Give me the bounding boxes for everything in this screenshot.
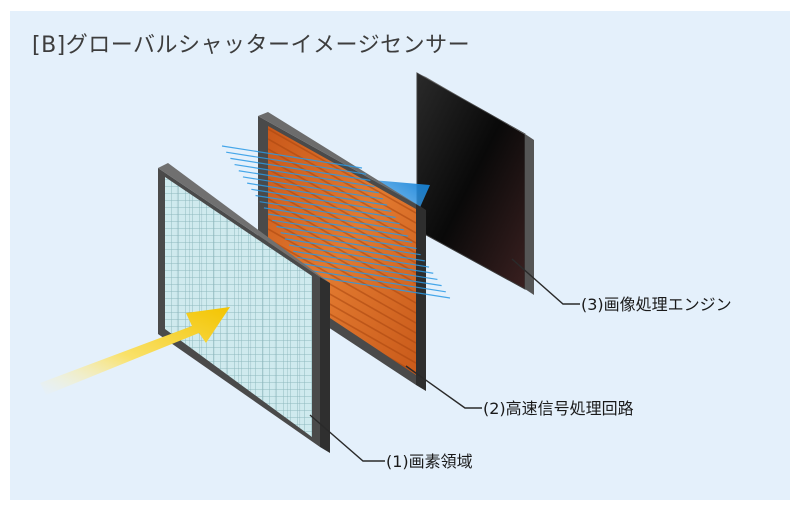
- diagram-figure: [B]グローバルシャッターイメージセンサー: [10, 11, 790, 500]
- connection-line: [226, 151, 367, 175]
- image-engine-label: (3)画像処理エンジン: [581, 295, 732, 314]
- image-engine-panel: [416, 72, 534, 295]
- connection-lines: [221, 145, 451, 299]
- connection-line: [284, 238, 425, 262]
- signal-circuit-label: (2)高速信号処理回路: [483, 399, 634, 418]
- connection-line: [242, 176, 384, 200]
- connection-line: [297, 256, 438, 281]
- pixel-grid: [176, 185, 301, 428]
- connection-line: [305, 269, 446, 293]
- pixel-area-label: (1)画素領域: [386, 452, 473, 471]
- connection-line: [268, 213, 409, 237]
- callout-leaders: [309, 258, 580, 462]
- connection-line: [255, 194, 396, 219]
- figure-title: [B]グローバルシャッターイメージセンサー: [32, 33, 471, 58]
- connection-line: [309, 275, 451, 299]
- connection-line: [293, 250, 434, 274]
- connection-line: [251, 188, 392, 212]
- connection-line: [247, 182, 388, 206]
- connection-line: [221, 145, 363, 169]
- connection-line: [301, 263, 442, 287]
- connection-line: [259, 201, 400, 225]
- circuit-stripe: [268, 128, 416, 214]
- connection-line: [276, 225, 417, 250]
- circuit-stripe: [268, 228, 416, 314]
- signal-circuit-leader: [405, 365, 482, 409]
- image-engine-leader: [511, 258, 580, 305]
- incoming-light-arrow-icon: [40, 307, 230, 395]
- circuit-stripe: [268, 158, 416, 244]
- connection-line: [238, 170, 379, 194]
- circuit-stripe: [268, 178, 416, 264]
- pixel-area-panel: [158, 163, 330, 453]
- connection-line: [263, 207, 404, 231]
- connection-line: [288, 244, 430, 268]
- connection-line: [280, 232, 421, 256]
- sensor-diagram: (1)画素領域 (2)高速信号処理回路 (3)画像処理エンジン: [40, 72, 732, 471]
- pixel-area-leader: [309, 414, 385, 462]
- connection-line: [272, 219, 413, 243]
- connection-line: [230, 157, 371, 181]
- connection-line: [234, 163, 375, 188]
